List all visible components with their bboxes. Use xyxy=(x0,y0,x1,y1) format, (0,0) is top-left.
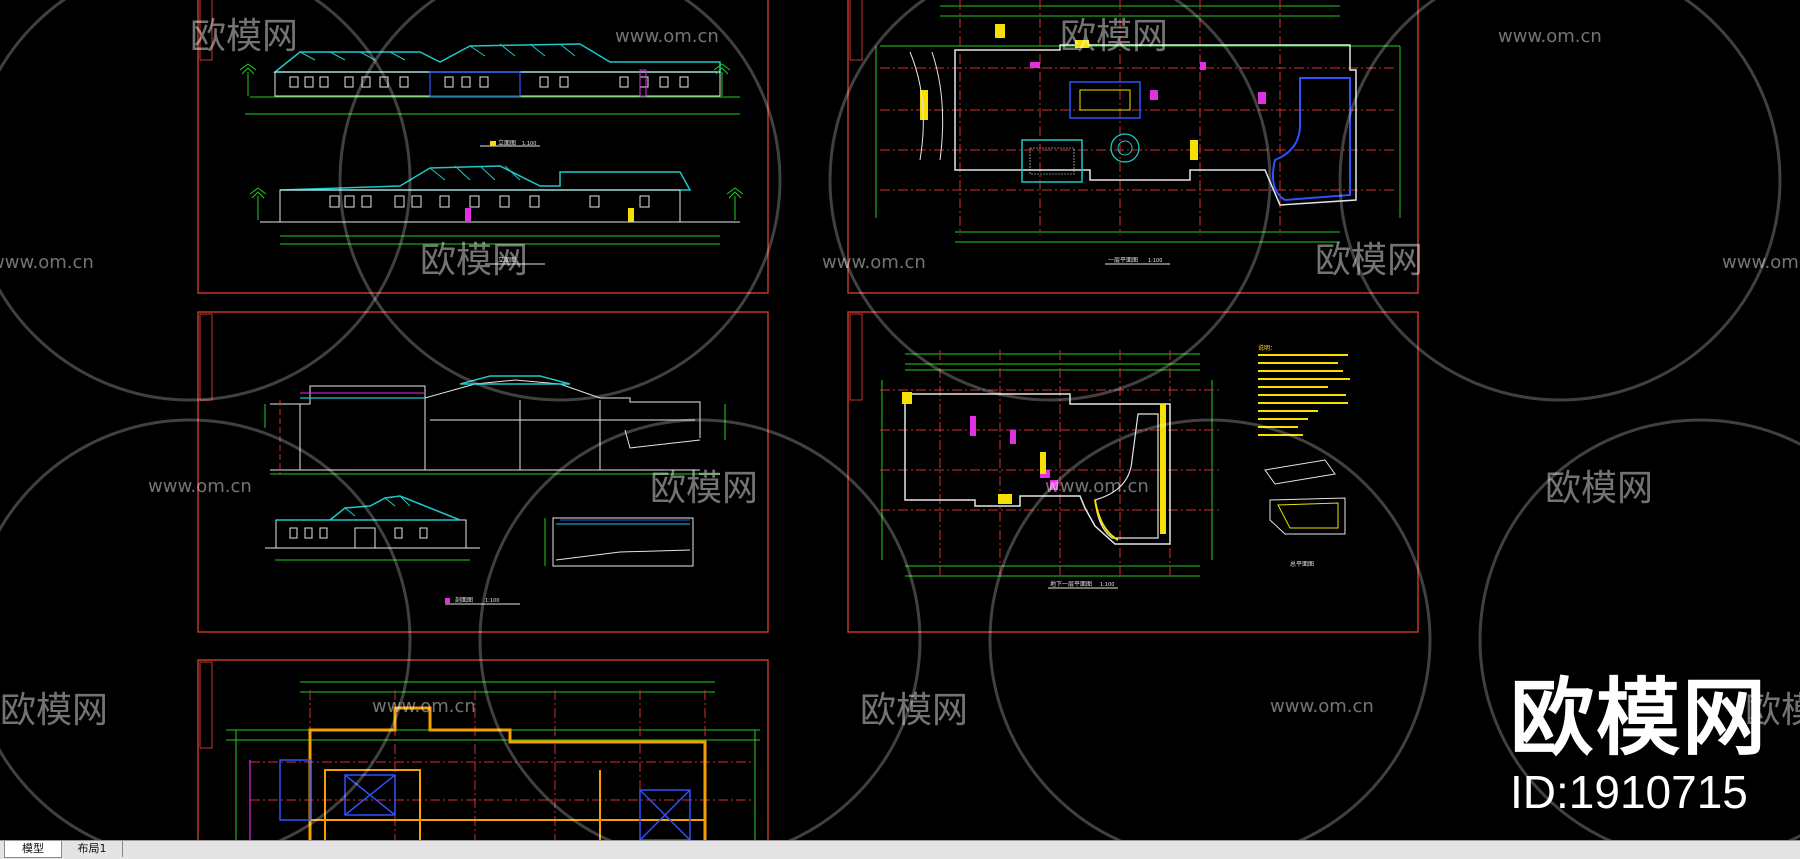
sheet-elevations[interactable]: 立面图 1:100 xyxy=(197,0,769,294)
sheet-roof-plan[interactable] xyxy=(197,659,769,840)
watermark-logo: 欧模网 xyxy=(1060,16,1168,57)
tree-icon xyxy=(249,187,744,220)
title-strip xyxy=(849,0,863,61)
elevation-scale: 1:100 xyxy=(522,141,536,147)
watermark-url: www.om.cn xyxy=(148,476,252,497)
tab-layout1[interactable]: 布局1 xyxy=(62,841,123,857)
brand-watermark: 欧模网 ID:1910715 xyxy=(1510,672,1768,820)
watermark-url: www.om.cn xyxy=(1722,252,1800,273)
watermark-logo: 欧模网 xyxy=(0,690,108,731)
site-plan xyxy=(1264,459,1346,535)
sheet-frame xyxy=(197,0,769,294)
sheet-frame xyxy=(847,0,1419,294)
sheet-sections[interactable]: 剖面图 1:100 xyxy=(197,311,769,633)
section-scale: 1:100 xyxy=(485,598,499,604)
sheet-frame xyxy=(197,659,769,840)
title-strip xyxy=(199,661,213,749)
layout-tab-bar: 模型 布局1 xyxy=(0,840,1800,859)
watermark-url: www.om.cn xyxy=(822,252,926,273)
watermark-url: www.om.cn xyxy=(372,696,476,717)
basement-title: 地下一层平面图 xyxy=(1050,580,1092,588)
notes-title: 说明： xyxy=(1258,344,1276,352)
site-plan-title: 总平面图 xyxy=(1290,560,1314,568)
section-small xyxy=(544,517,694,567)
title-strip xyxy=(849,313,863,401)
sheet-first-floor-plan[interactable]: 一层平面图 1:100 xyxy=(847,0,1419,294)
watermark-logo: 欧模网 xyxy=(650,468,758,509)
tab-model[interactable]: 模型 xyxy=(4,841,62,858)
basement-scale: 1:100 xyxy=(1100,582,1114,588)
watermark-logo: 欧模网 xyxy=(190,16,298,57)
watermark-logo: 欧模网 xyxy=(1545,468,1653,509)
watermark-logo: 欧模网 xyxy=(1745,690,1800,731)
title-strip xyxy=(199,0,213,61)
watermark-logo: 欧模网 xyxy=(1315,240,1423,281)
tree-icon xyxy=(239,63,731,96)
watermark-url: www.om.cn xyxy=(615,26,719,47)
brand-id: ID:1910715 xyxy=(1510,766,1748,818)
elevation-title-2: 立面图 xyxy=(498,256,516,264)
watermark-url: www.om.cn xyxy=(1045,476,1149,497)
watermark-text-layer: 欧模网 欧模网 欧模网 欧模网 欧模网 欧模网 欧模网 欧模网 欧模网 www.… xyxy=(0,16,1800,731)
sheet-basement-plan[interactable]: 说明： 总平面图 地下一层平面图 1:100 xyxy=(847,311,1419,633)
elevation-title: 立面图 xyxy=(498,139,516,147)
sheet-frame xyxy=(197,311,769,633)
cad-model-space[interactable]: 立面图 1:100 xyxy=(0,0,1800,840)
elevation-lower: 立面图 xyxy=(249,165,744,265)
section-elevation-small xyxy=(265,495,480,561)
watermark-url: www.om.cn xyxy=(0,252,94,273)
elevation-upper: 立面图 1:100 xyxy=(239,43,740,147)
sheet-frame xyxy=(847,311,1419,633)
plan-scale: 1:100 xyxy=(1148,258,1162,264)
watermark-logo: 欧模网 xyxy=(420,240,528,281)
brand-name: 欧模网 xyxy=(1510,669,1769,767)
watermark-layer xyxy=(0,0,1800,840)
watermark-logo: 欧模网 xyxy=(860,690,968,731)
plan-title: 一层平面图 xyxy=(1108,257,1138,264)
watermark-url: www.om.cn xyxy=(1498,26,1602,47)
design-notes xyxy=(1258,354,1350,436)
section-title: 剖面图 xyxy=(455,596,473,604)
watermark-url: www.om.cn xyxy=(1270,696,1374,717)
title-strip xyxy=(199,313,213,401)
